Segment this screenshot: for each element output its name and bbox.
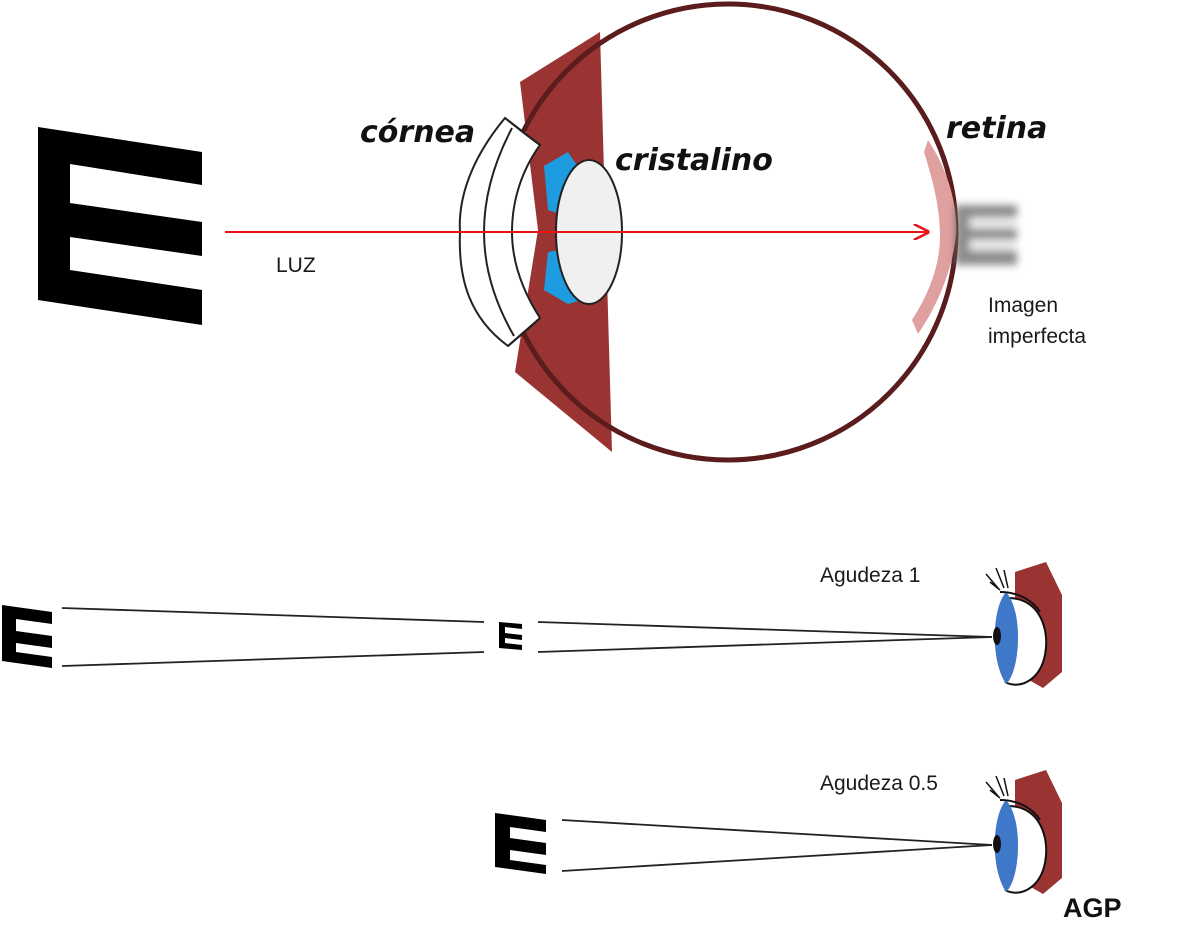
iris-upper (544, 152, 580, 214)
optotype-e-near-icon (499, 622, 522, 650)
image-label-line2: imperfecta (988, 325, 1086, 348)
eye-cross-section (458, 1, 1017, 463)
retina-label: retina (946, 111, 1047, 146)
acuity-1-label: Agudeza 1 (820, 564, 920, 587)
small-eye-2-icon (985, 770, 1062, 894)
acuity-1-row: Agudeza 1 (2, 562, 1062, 688)
cornea-label: córnea (360, 115, 475, 150)
retina-shape (912, 140, 957, 334)
signature-label: AGP (1063, 893, 1122, 923)
blurred-retina-image (955, 205, 1017, 265)
small-eye-1-icon (985, 562, 1062, 688)
acuity-half-label: Agudeza 0.5 (820, 772, 938, 795)
optotype-e-acuity-half-icon (495, 813, 546, 874)
acuity-half-row: Agudeza 0.5 (495, 770, 1062, 894)
optotype-e-far-icon (2, 605, 52, 668)
light-label: LUZ (276, 254, 316, 277)
lens-label: cristalino (615, 143, 773, 178)
large-optotype-e-icon (38, 127, 202, 325)
image-label-line1: Imagen (988, 294, 1058, 317)
